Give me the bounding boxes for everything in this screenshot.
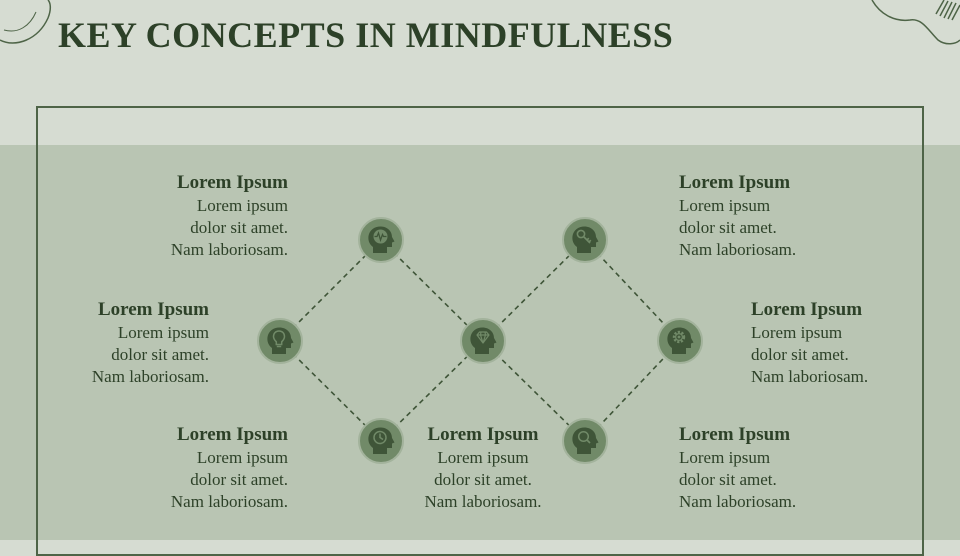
node-bottom-left (358, 418, 404, 464)
head-lightbulb-icon (267, 327, 294, 354)
node-top-right (562, 217, 608, 263)
head-diamond-icon (470, 327, 497, 354)
node-top-left (358, 217, 404, 263)
node-mid-left (257, 318, 303, 364)
concept-bottom-left: Lorem Ipsum Lorem ipsum dolor sit amet. … (100, 423, 288, 513)
concept-text: Lorem ipsum dolor sit amet. Nam laborios… (170, 448, 288, 511)
concept-heading: Lorem Ipsum (97, 299, 209, 320)
concept-text: Lorem ipsum dolor sit amet. Nam laborios… (679, 196, 797, 259)
head-search-icon (572, 427, 599, 454)
connector (482, 239, 586, 342)
concept-top-left: Lorem Ipsum Lorem ipsum dolor sit amet. … (100, 171, 288, 261)
head-key-icon (572, 226, 599, 253)
concept-heading: Lorem Ipsum (176, 424, 288, 445)
node-center (460, 318, 506, 364)
concept-text: Lorem ipsum dolor sit amet. Nam laborios… (679, 448, 797, 511)
concept-heading: Lorem Ipsum (679, 424, 791, 445)
concept-bottom-center: Lorem Ipsum Lorem ipsum dolor sit amet. … (403, 423, 563, 513)
concept-text: Lorem ipsum dolor sit amet. Nam laborios… (170, 196, 288, 259)
concept-text: Lorem ipsum dolor sit amet. Nam laborios… (424, 448, 542, 511)
leaf-decoration-left (0, 0, 52, 44)
connector (279, 239, 382, 342)
concept-heading: Lorem Ipsum (679, 172, 791, 193)
concept-text: Lorem ipsum dolor sit amet. Nam laborios… (751, 323, 869, 386)
concept-mid-left: Lorem Ipsum Lorem ipsum dolor sit amet. … (40, 298, 209, 388)
node-mid-right (657, 318, 703, 364)
leaf-decoration-right (871, 0, 960, 45)
concept-bottom-right: Lorem Ipsum Lorem ipsum dolor sit amet. … (679, 423, 879, 513)
concept-heading: Lorem Ipsum (427, 424, 539, 445)
concept-top-right: Lorem Ipsum Lorem ipsum dolor sit amet. … (679, 171, 879, 261)
slide-title: KEY CONCEPTS IN MINDFULNESS (58, 15, 674, 55)
concept-heading: Lorem Ipsum (176, 172, 288, 193)
head-pulse-icon (368, 226, 395, 253)
concept-heading: Lorem Ipsum (751, 299, 863, 320)
connector (380, 340, 484, 442)
concept-mid-right: Lorem Ipsum Lorem ipsum dolor sit amet. … (751, 298, 931, 388)
head-clock-icon (368, 427, 395, 454)
concept-text: Lorem ipsum dolor sit amet. Nam laborios… (91, 323, 209, 386)
head-gear-icon (667, 327, 694, 354)
node-bottom-right (562, 418, 608, 464)
